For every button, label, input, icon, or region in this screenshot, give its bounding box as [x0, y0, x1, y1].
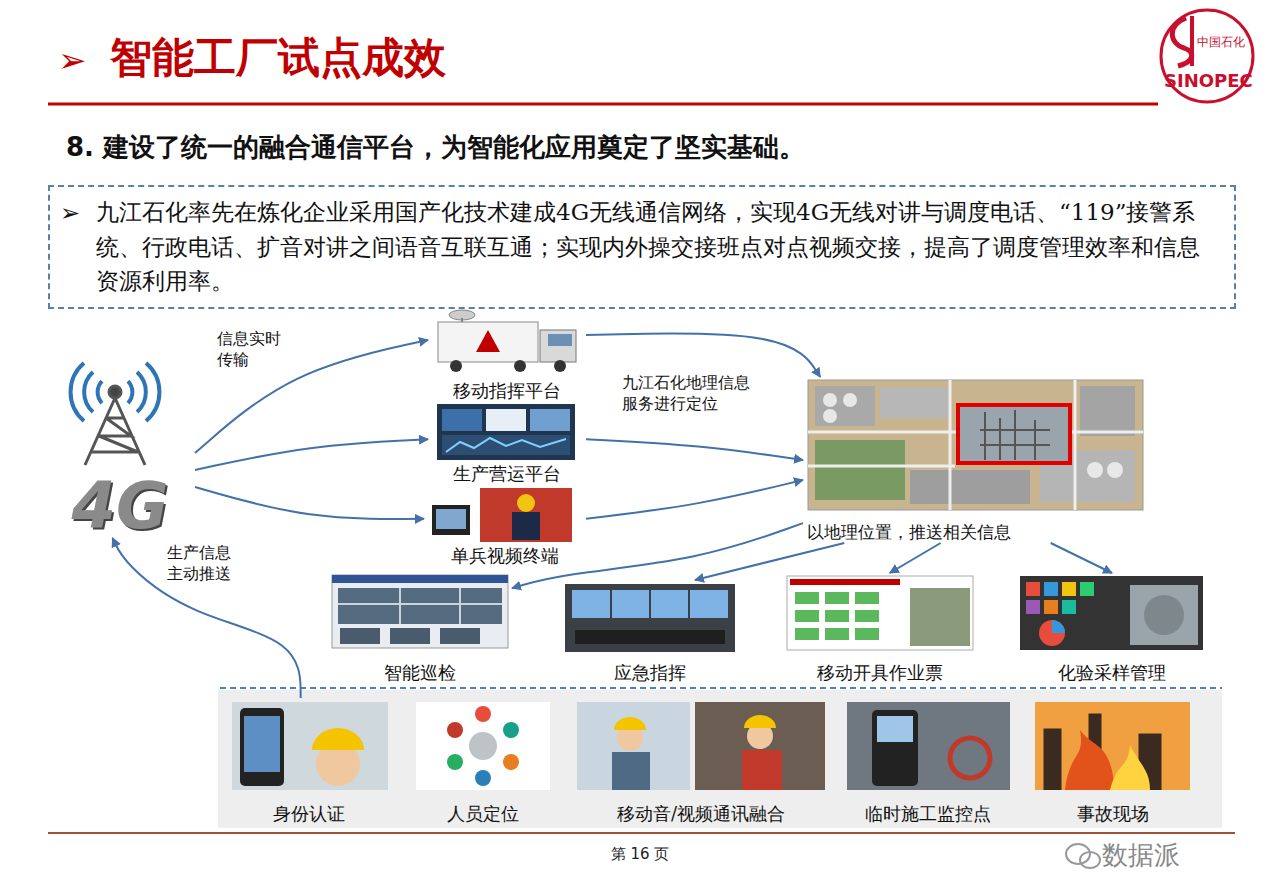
function-picture: 身份认证 [226, 698, 392, 826]
logo-text: SINOPEC [1164, 70, 1253, 91]
application-picture: 应急指挥 [560, 580, 740, 685]
function-picture: 人员定位 [412, 698, 554, 826]
page-number: 第 16 页 [600, 845, 680, 864]
map-picture: 以地理位置，推送相关信息 [803, 377, 1147, 543]
caption: 移动音/视频通讯融合 [617, 803, 785, 826]
plant-map [808, 380, 1143, 510]
function-picture: 事故现场 [1030, 698, 1196, 826]
arrow-label: 九江石化地理信息服务进行定位 [620, 372, 759, 416]
flow-arrow [195, 439, 428, 470]
company-logo [1161, 10, 1253, 102]
caption: 以地理位置，推送相关信息 [807, 521, 1011, 543]
application-picture: 智能巡检 [328, 571, 512, 685]
emergency-room-photo [565, 584, 735, 652]
caption: 移动开具作业票 [817, 662, 943, 685]
logo-text: 中国石化 [1197, 34, 1245, 51]
function-picture: 移动音/视频通讯融合 [572, 698, 830, 826]
flow-arrow [113, 538, 301, 698]
inspection-screen [332, 575, 508, 648]
flow-arrow [586, 439, 803, 460]
caption: 移动指挥平台 [453, 380, 561, 403]
flow-arrow [586, 480, 803, 519]
title-rule [48, 104, 1235, 833]
platform-picture: 生产营运平台 [428, 401, 586, 486]
tower-frame [85, 386, 145, 465]
terminal-picture: 单兵视频终端 [424, 486, 586, 568]
caption: 人员定位 [447, 803, 519, 826]
command-truck [438, 310, 576, 372]
platform-picture: 移动指挥平台 [428, 306, 586, 403]
body-camera-photo [432, 488, 572, 542]
watermark: 数据派 [1102, 838, 1180, 873]
caption: 身份认证 [273, 803, 345, 826]
flow-arrow [1051, 543, 1112, 573]
arrow-label: 信息实时传输 [215, 328, 289, 372]
caption: 应急指挥 [614, 662, 686, 685]
description-box: ➢九江石化率先在炼化企业采用国产化技术建成4G无线通信网络，实现4G无线对讲与调… [48, 185, 1236, 309]
lab-sampling-screen [1020, 576, 1203, 650]
watermark-icon [1066, 844, 1100, 868]
subheading: 8. 建设了统一的融合通信平台，为智能化应用奠定了坚实基础。 [66, 130, 805, 165]
tower-icon [71, 363, 160, 421]
application-picture: 化验采样管理 [1016, 573, 1208, 685]
caption: 单兵视频终端 [451, 545, 559, 568]
accident-fire-photo [1035, 702, 1190, 790]
flow-arrow [586, 333, 820, 377]
control-room-screens [437, 404, 575, 460]
bottom-panel [218, 688, 1222, 828]
function-picture: 临时施工监控点 [842, 698, 1014, 826]
slide-title: 智能工厂试点成效 [110, 30, 446, 86]
network-label: 4G [71, 474, 168, 538]
radio-video-photos [577, 702, 825, 790]
caption: 化验采样管理 [1058, 662, 1166, 685]
work-permit-screen [787, 576, 973, 650]
bullet-mark: ➢ [60, 195, 96, 231]
flow-arrow [890, 543, 941, 573]
description-text: 九江石化率先在炼化企业采用国产化技术建成4G无线通信网络，实现4G无线对讲与调度… [96, 195, 1222, 299]
flow-arrow [695, 543, 844, 580]
caption: 事故现场 [1077, 803, 1149, 826]
identity-photo [232, 702, 388, 790]
handheld-device-photo [847, 702, 1010, 790]
network-tower: 4G [45, 368, 195, 538]
caption: 生产营运平台 [453, 463, 561, 486]
caption: 临时施工监控点 [865, 803, 991, 826]
positioning-icon [416, 702, 550, 790]
flow-arrow [195, 487, 424, 519]
application-picture: 移动开具作业票 [782, 573, 978, 685]
caption: 智能巡检 [384, 662, 456, 685]
title-bullet: ➢ [58, 40, 87, 80]
arrow-label: 生产信息主动推送 [165, 542, 239, 586]
